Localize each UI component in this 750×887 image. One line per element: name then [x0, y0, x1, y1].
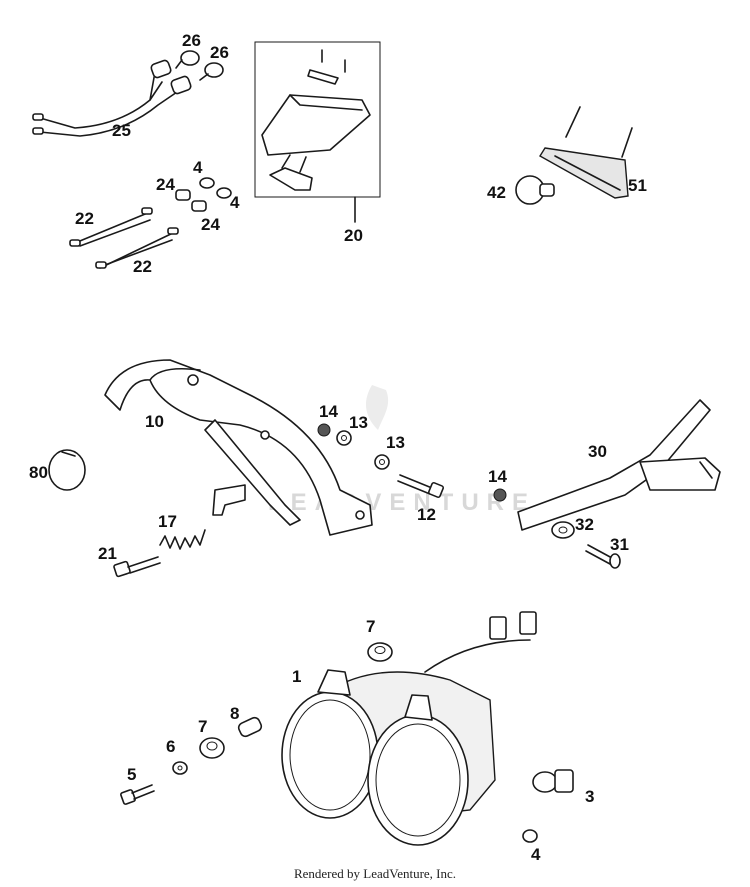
callout-4-b: 4 [230, 193, 240, 212]
callout-10: 10 [145, 412, 164, 431]
bolt-part-12[interactable] [397, 474, 445, 499]
bulb-part-26a[interactable] [175, 50, 200, 69]
callout-24-a: 24 [156, 175, 175, 194]
bolt-part-21[interactable] [113, 556, 161, 578]
callout-13-a: 13 [349, 413, 368, 432]
grommet-part-7b[interactable] [199, 737, 225, 759]
callout-8: 8 [230, 704, 239, 723]
callout-1: 1 [292, 667, 301, 686]
headlight-bracket-part[interactable] [104, 359, 373, 536]
callout-26-b: 26 [210, 43, 229, 62]
callout-31: 31 [610, 535, 629, 554]
washer-part-6[interactable] [172, 761, 188, 775]
hardware-part-14a[interactable] [317, 423, 331, 437]
bulb-socket-parts[interactable] [175, 177, 232, 212]
callout-4-c: 4 [531, 845, 541, 864]
callout-26-a: 26 [182, 31, 201, 50]
watermark: LEADVENTURE [268, 385, 536, 516]
bolt-part-5[interactable] [120, 784, 155, 805]
callout-42: 42 [487, 183, 506, 202]
callout-22-b: 22 [133, 257, 152, 276]
callout-24-b: 24 [201, 215, 220, 234]
washer-part-32[interactable] [551, 521, 575, 539]
callout-7-b: 7 [198, 717, 207, 736]
callout-14-a: 14 [319, 402, 338, 421]
spring-part[interactable] [159, 529, 206, 550]
watermark-text: LEADVENTURE [268, 489, 536, 516]
headlight-bulb-part-3[interactable] [532, 769, 574, 793]
callout-22-a: 22 [75, 209, 94, 228]
bulb-part-42[interactable] [515, 175, 555, 205]
callout-30: 30 [588, 442, 607, 461]
callout-3: 3 [585, 787, 594, 806]
callout-21: 21 [98, 544, 117, 563]
clamp-ring-part[interactable] [48, 449, 86, 491]
callout-25: 25 [112, 121, 131, 140]
wire-parts-22[interactable] [69, 207, 179, 269]
callout-32: 32 [575, 515, 594, 534]
bulb-part-26b[interactable] [199, 62, 224, 81]
crossbar-part[interactable] [517, 399, 721, 531]
tail-light-part[interactable] [539, 106, 633, 199]
callout-51: 51 [628, 176, 647, 195]
callout-6: 6 [166, 737, 175, 756]
sleeve-part-8[interactable] [237, 716, 263, 738]
footer-credit: Rendered by LeadVenture, Inc. [293, 866, 457, 881]
callout-14-b: 14 [488, 467, 507, 486]
washer-part-13b[interactable] [374, 454, 390, 470]
callout-80: 80 [29, 463, 48, 482]
parking-bulb-part-4[interactable] [522, 829, 538, 843]
wire-harness-part[interactable] [32, 59, 192, 137]
callout-13-b: 13 [386, 433, 405, 452]
screw-part-31[interactable] [585, 544, 621, 569]
callout-20: 20 [344, 226, 363, 245]
washer-part-13a[interactable] [336, 430, 352, 446]
callout-4-a: 4 [193, 158, 203, 177]
rear-fender-kit-part[interactable] [254, 41, 381, 223]
callout-17: 17 [158, 512, 177, 531]
hardware-part-14b[interactable] [493, 488, 507, 502]
callout-5: 5 [127, 765, 136, 784]
callout-labels: 26 26 25 20 4 24 4 24 22 22 42 51 10 14 … [29, 31, 647, 864]
callout-7-a: 7 [366, 617, 375, 636]
headlight-assembly-part[interactable] [281, 611, 537, 846]
grommet-part-7a[interactable] [367, 642, 393, 662]
callout-12: 12 [417, 505, 436, 524]
